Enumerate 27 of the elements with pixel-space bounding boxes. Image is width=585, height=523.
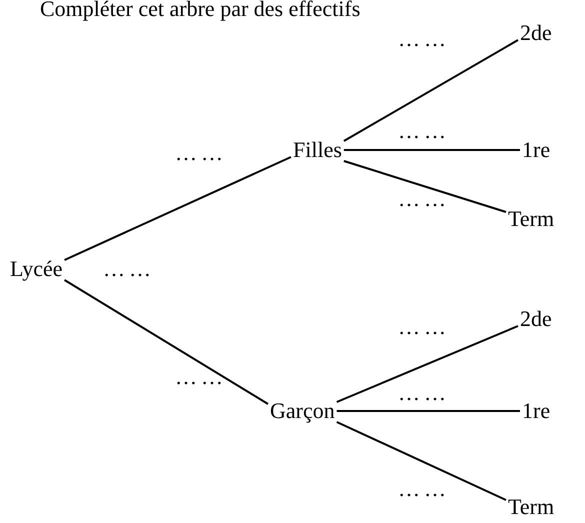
edge-label: ……: [398, 186, 450, 212]
connector-line: [64, 156, 292, 261]
node-label: Term: [508, 206, 554, 232]
edge-label: ……: [398, 476, 450, 502]
connector-line: [336, 325, 518, 403]
connector-line: [343, 39, 518, 142]
connector-line: [64, 279, 269, 405]
edge-label: ……: [175, 364, 227, 390]
connector-line: [344, 160, 506, 213]
edge-label: ……: [175, 140, 227, 166]
connector-line: [336, 410, 520, 412]
node-label: Filles: [293, 137, 342, 163]
node-label: Term: [508, 494, 554, 520]
title: Compléter cet arbre par des effectifs: [40, 0, 360, 22]
edge-label: ……: [398, 314, 450, 340]
node-label: Lycée: [10, 256, 63, 282]
connector-line: [336, 421, 506, 501]
connector-line: [344, 149, 520, 151]
node-label: Garçon: [270, 398, 335, 424]
node-label: 2de: [520, 306, 552, 332]
edge-label: ……: [398, 380, 450, 406]
node-label: 2de: [520, 20, 552, 46]
blank-dots: ……: [103, 256, 155, 282]
edge-label: ……: [398, 118, 450, 144]
node-label: 1re: [522, 398, 550, 424]
node-label: 1re: [522, 137, 550, 163]
edge-label: ……: [398, 26, 450, 52]
